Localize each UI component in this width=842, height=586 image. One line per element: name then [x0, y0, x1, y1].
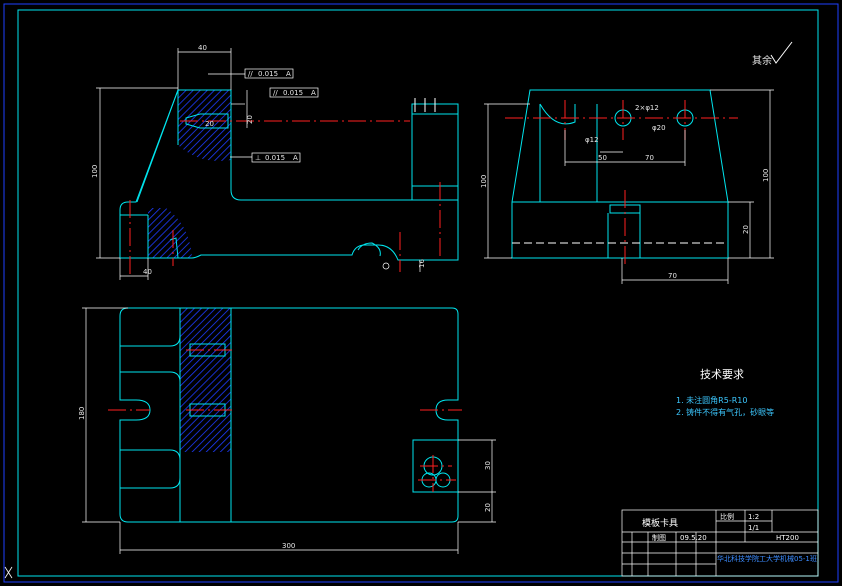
tolerance-datum-1: A: [286, 70, 291, 78]
top-section-hatch: [180, 308, 231, 452]
side-view: [511, 89, 729, 259]
title-block: [621, 509, 819, 577]
tolerance-value-2: 0.015: [283, 89, 303, 97]
front-view: [119, 89, 459, 261]
front-view-outline: [119, 89, 459, 261]
outer-frame: [3, 3, 839, 583]
title-block-scale-label: 比例: [720, 512, 734, 521]
front-dimensions: [96, 48, 421, 280]
inner-frame: [17, 9, 819, 577]
side-dim-d: 70: [645, 154, 654, 162]
tolerance-frame-2: // 0.015 A: [269, 87, 319, 98]
front-section-hatch-lower: [148, 208, 192, 258]
top-dim-height: 180: [78, 407, 86, 420]
title-block-sheet: 1/1: [748, 524, 759, 532]
front-dim-bottom-width: 40: [143, 268, 152, 276]
front-section-hatch-upper: [178, 90, 231, 161]
tolerance-datum-2: A: [311, 89, 316, 97]
title-block-school: 华北科技学院工大学机械05-1班: [717, 554, 817, 563]
top-view: [119, 307, 459, 523]
ucs-icon: [4, 566, 13, 579]
front-dim-top-width: 40: [198, 44, 207, 52]
top-view-outline: [119, 307, 459, 523]
side-dim-a: φ12: [585, 136, 599, 144]
tolerance-value-3: 0.015: [265, 154, 285, 162]
side-dim-height-left: 100: [480, 175, 488, 188]
title-block-date: 09.5.20: [680, 534, 707, 542]
tech-req-item-1: 1. 未注圆角R5-R10: [676, 395, 747, 405]
front-dim-small-height: 20: [246, 115, 254, 124]
roughness-label: 其余: [752, 54, 772, 67]
check-roughness-icon: [770, 41, 793, 64]
technical-requirements: 技术要求 1. 未注圆角R5-R10 2. 铸件不得有气孔，砂眼等: [676, 368, 774, 417]
title-block-name: 模板卡具: [642, 517, 678, 529]
top-detail-box: [412, 439, 459, 493]
front-dim-right-height: 16: [418, 259, 426, 268]
side-dim-c: 50: [598, 154, 607, 162]
tolerance-symbol-1: //: [248, 70, 253, 78]
top-dimensions: [82, 307, 496, 554]
side-dim-b: φ20: [652, 124, 666, 132]
side-dimensions: [484, 89, 774, 284]
title-block-drawn-label: 制图: [652, 533, 666, 542]
top-center-lines: [108, 349, 462, 492]
side-view-outline: [511, 89, 729, 259]
tolerance-frames: // 0.015 A // 0.015 A ⊥ 0.015 A: [244, 68, 319, 163]
tolerance-value-1: 0.015: [258, 70, 278, 78]
front-dim-height: 100: [91, 165, 99, 178]
tolerance-symbol-3: ⊥: [255, 154, 261, 162]
top-dim-right-b: 20: [484, 503, 492, 512]
datum-a-symbol: [382, 262, 390, 270]
side-dim-height-right: 100: [762, 169, 770, 182]
front-dim-hole: 20: [205, 120, 214, 128]
title-block-scale-value: 1:2: [748, 513, 759, 521]
title-block-material: HT200: [776, 534, 799, 542]
front-center-lines: [129, 120, 441, 276]
tolerance-datum-3: A: [293, 154, 298, 162]
top-dim-right-a: 30: [484, 461, 492, 470]
tolerance-symbol-2: //: [273, 89, 278, 97]
side-dim-f: 70: [668, 272, 677, 280]
top-dim-width: 300: [282, 542, 295, 550]
side-dim-hole-label: 2×φ12: [635, 104, 659, 112]
tech-req-title: 技术要求: [700, 368, 744, 381]
side-dim-e: 20: [742, 225, 750, 234]
tolerance-frame-3: ⊥ 0.015 A: [251, 152, 301, 163]
roughness-mark: 其余: [752, 41, 793, 67]
tech-req-item-2: 2. 铸件不得有气孔，砂眼等: [676, 407, 774, 417]
tolerance-frame-1: // 0.015 A: [244, 68, 294, 79]
